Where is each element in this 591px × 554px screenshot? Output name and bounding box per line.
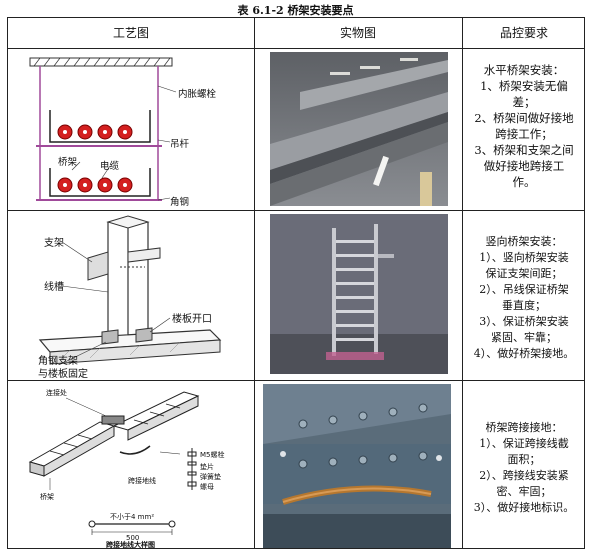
label-bracket: 支架 — [44, 238, 64, 249]
requirements-horizontal: 水平桥架安装： 1、桥架安装无偏 差； 2、桥架间做好接地 跨接工作； 3、桥架… — [464, 62, 584, 190]
table-title: 表 6.1-2 桥架安装要点 — [237, 4, 354, 17]
label-hanger-rod: 吊杆 — [170, 139, 190, 150]
label-tray: 桥架 — [58, 157, 78, 168]
requirements-vertical: 竖向桥架安装： 1）、竖向桥架安装 保证支架间距； 2）、吊线保证桥架 垂直度；… — [464, 234, 584, 362]
label-jumper: 跨接地线 — [128, 477, 156, 485]
req-line: 1）、保证跨接线截 — [479, 437, 569, 450]
label-nut: 螺母 — [200, 483, 214, 491]
label-tray: 桥架 — [40, 493, 54, 501]
requirements-jumper: 桥架跨接接地： 1）、保证跨接线截 面积； 2）、跨接线安装紧 密、牢固； 3）… — [464, 420, 584, 516]
req-line: 垂直度； — [502, 299, 546, 312]
photo-tray-jumper — [263, 384, 451, 548]
row-divider — [8, 380, 584, 381]
label-detail-title: 跨接地线大样图 — [106, 541, 155, 548]
req-line: 保证支架间距； — [485, 267, 563, 280]
label-floor-opening: 楼板开口 — [172, 314, 212, 325]
label-angle-bracket: 角钢支架 — [38, 356, 78, 367]
req-line: 面积； — [507, 453, 541, 466]
label-wire-spec: 不小于4 mm² — [110, 513, 155, 521]
label-angle-steel: 角钢 — [170, 197, 190, 208]
photo-horizontal-tray — [270, 52, 448, 206]
header-photo: 实物图 — [339, 26, 376, 40]
req-line: 做好接地跨接工 — [483, 159, 565, 173]
req-line: 桥架跨接接地： — [485, 421, 563, 434]
req-line: 紧固、牢靠； — [491, 331, 557, 344]
req-line: 1、桥架安装无偏 — [480, 79, 568, 93]
req-line: 水平桥架安装： — [483, 63, 565, 77]
req-line: 2、桥架间做好接地 — [474, 111, 574, 125]
label-trunking: 线槽 — [44, 282, 64, 293]
diagram-tray-jumper: 连接处 M5螺栓 垫片 弹簧垫 螺母 跨接地线 桥架 不小于4 mm² 500 … — [10, 382, 252, 548]
req-line: 密、牢固； — [496, 485, 552, 498]
req-line: 2）、吊线保证桥架 — [479, 283, 569, 296]
req-line: 差； — [512, 95, 536, 109]
req-line: 跨接工作； — [495, 127, 553, 141]
diagram-horizontal-tray: 内胀螺栓 吊杆 桥架 电缆 角钢 — [10, 50, 252, 208]
column-divider — [462, 18, 463, 548]
label-fixed-to-floor: 与楼板固定 — [38, 369, 88, 378]
req-line: 竖向桥架安装： — [485, 235, 563, 248]
label-washer: 垫片 — [200, 463, 214, 471]
label-connector: 连接处 — [46, 389, 67, 397]
req-line: 1）、竖向桥架安装 — [479, 251, 569, 264]
column-divider — [254, 18, 255, 548]
req-line: 3）、做好接地标识。 — [473, 501, 575, 514]
header-requirements: 品控要求 — [499, 26, 548, 40]
req-line: 4）、做好桥架接地。 — [473, 347, 575, 360]
header-diagram: 工艺图 — [112, 26, 149, 40]
req-line: 3、桥架和支架之间 — [474, 143, 574, 157]
label-dimension: 500 — [126, 534, 140, 542]
label-spring-washer: 弹簧垫 — [200, 473, 221, 481]
row-divider — [8, 210, 584, 211]
diagram-vertical-tray: 支架 线槽 楼板开口 角钢支架 与楼板固定 — [10, 212, 252, 378]
install-table: 工艺图 实物图 品控要求 — [7, 17, 585, 549]
label-cable: 电缆 — [100, 161, 120, 172]
label-m5-bolt: M5螺栓 — [200, 451, 225, 459]
req-line: 作。 — [512, 175, 536, 189]
photo-vertical-tray — [270, 214, 448, 374]
row-divider — [8, 48, 584, 49]
label-anchor-bolt: 内胀螺栓 — [178, 89, 217, 100]
req-line: 3）、保证桥架安装 — [479, 315, 569, 328]
req-line: 2）、跨接线安装紧 — [479, 469, 569, 482]
